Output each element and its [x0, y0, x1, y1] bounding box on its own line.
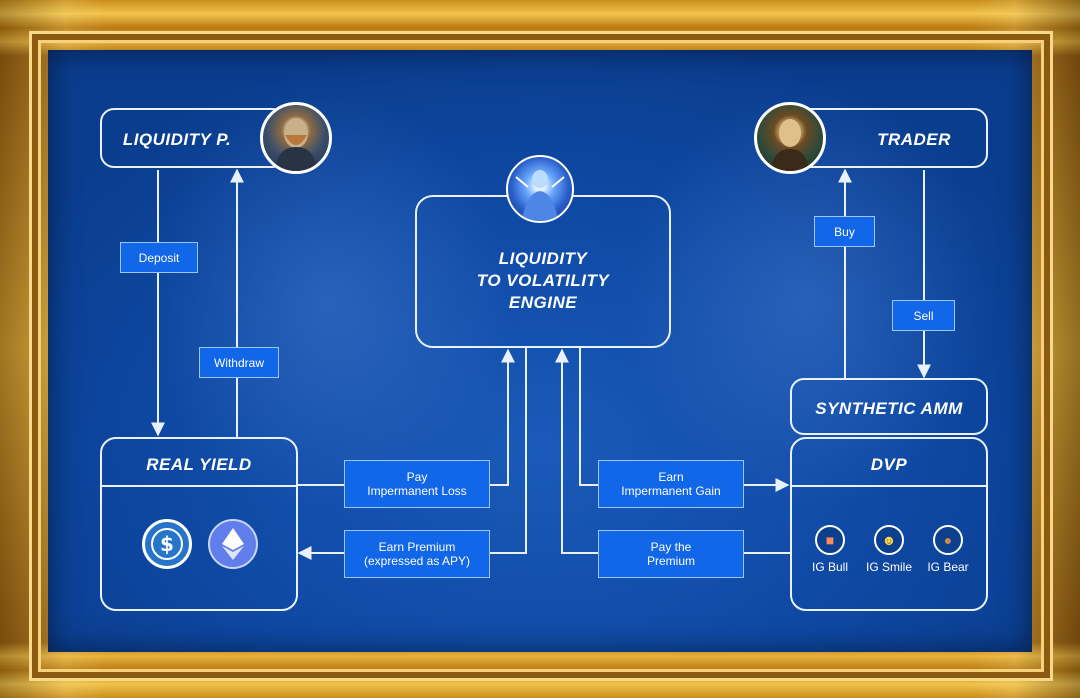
pay-il-line2: Impermanent Loss [367, 484, 467, 498]
frame-bevel [32, 34, 1050, 678]
ig-bull-label: IG Bull [811, 560, 848, 574]
trader-avatar [754, 102, 826, 174]
bull-icon: ■ [815, 525, 845, 555]
dvp-label: DVP [870, 455, 908, 474]
earn-premium-arrow [297, 348, 527, 560]
earn-ig-line1: Earn [658, 470, 684, 484]
dvp-node: DVP ■ IG Bull ☻ IG Smile ● IG Bear [790, 437, 988, 611]
engine-avatar [506, 155, 574, 223]
earn-premium-tag: Earn Premium (expressed as APY) [344, 530, 490, 578]
synthetic-amm-label: SYNTHETIC AMM [815, 399, 963, 418]
real-yield-label: REAL YIELD [146, 455, 252, 474]
ig-smile-option: ☻ IG Smile [857, 525, 921, 574]
ethereum-glyph [222, 528, 244, 560]
portrait-icon [771, 119, 809, 171]
engine-label-line2: TO VOLATILITY [476, 271, 610, 290]
bear-icon: ● [933, 525, 963, 555]
usdc-glyph: $ [151, 528, 183, 560]
buy-tag: Buy [814, 216, 875, 247]
pay-premium-arrow [555, 348, 790, 554]
pay-impermanent-loss-tag: Pay Impermanent Loss [344, 460, 490, 508]
earn-ig-line2: Impermanent Gain [621, 484, 721, 498]
ig-bear-option: ● IG Bear [916, 525, 980, 574]
pay-premium-line1: Pay the [650, 540, 692, 554]
real-yield-divider [102, 485, 296, 487]
ig-smile-label: IG Smile [865, 560, 912, 574]
earn-impermanent-gain-tag: Earn Impermanent Gain [598, 460, 744, 508]
synthetic-amm-node: SYNTHETIC AMM [790, 378, 988, 435]
energy-figure-icon [515, 170, 565, 221]
ethereum-icon [208, 519, 258, 569]
pay-premium-line2: Premium [646, 554, 695, 568]
diagram-canvas: LIQUIDITY P. TRADER LIQUIDITY TO VOLATIL… [48, 50, 1032, 652]
usdc-icon: $ [142, 519, 192, 569]
sell-tag: Sell [892, 300, 955, 331]
liquidity-provider-label: LIQUIDITY P. [122, 130, 232, 149]
pay-il-line1: Pay [406, 470, 428, 484]
engine-label-line3: ENGINE [508, 293, 578, 312]
smile-icon: ☻ [874, 525, 904, 555]
engine-label-line1: LIQUIDITY [498, 249, 588, 268]
portrait-icon [275, 118, 317, 171]
deposit-tag: Deposit [120, 242, 198, 273]
pay-the-premium-tag: Pay the Premium [598, 530, 744, 578]
ig-bear-label: IG Bear [927, 560, 969, 574]
earn-premium-line1: Earn Premium [378, 540, 456, 554]
real-yield-node: REAL YIELD $ [100, 437, 298, 611]
ig-bull-option: ■ IG Bull [798, 525, 862, 574]
dvp-divider [792, 485, 986, 487]
earn-premium-line2: (expressed as APY) [363, 554, 471, 568]
liquidity-provider-avatar [260, 102, 332, 174]
engine-node: LIQUIDITY TO VOLATILITY ENGINE [415, 195, 671, 348]
liquidity-provider-node: LIQUIDITY P. [100, 108, 286, 168]
withdraw-tag: Withdraw [199, 347, 279, 378]
trader-label: TRADER [877, 130, 951, 149]
svg-text:$: $ [160, 532, 174, 556]
